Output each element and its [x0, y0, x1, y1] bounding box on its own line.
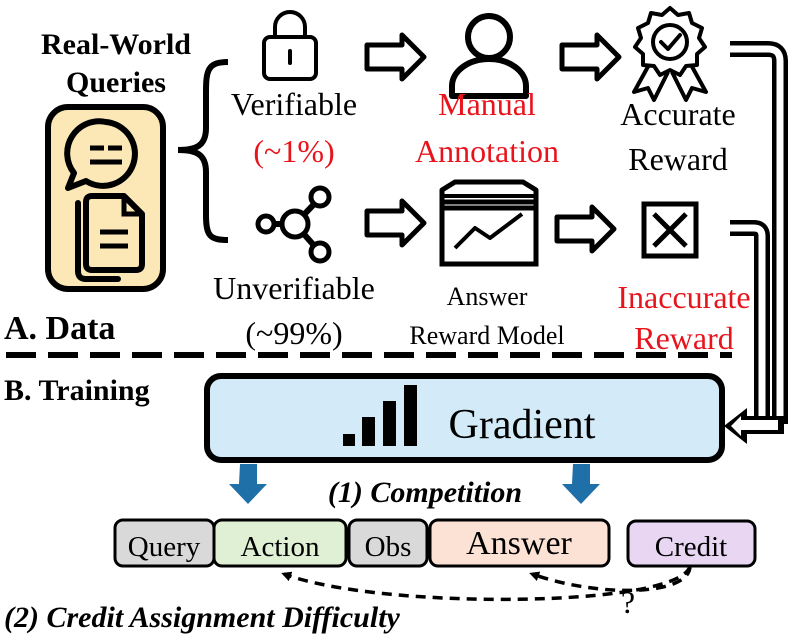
uncertainty-question-mark: ? — [621, 584, 635, 620]
queries-icon — [45, 104, 166, 292]
flow-arrow — [364, 198, 427, 248]
share-nodes-icon — [255, 185, 332, 264]
reward-model-line1: Answer — [447, 282, 528, 311]
answer-token: Answer — [428, 518, 611, 568]
gradient-down-arrow — [229, 464, 267, 504]
cross-box-icon — [641, 201, 699, 259]
gradient-label: Gradient — [449, 402, 596, 448]
action-token: Action — [212, 518, 348, 568]
queries-header-line2: Queries — [66, 66, 166, 99]
credit-to-action-arrow — [281, 565, 692, 602]
action-label: Action — [241, 531, 320, 563]
reward-model-icon — [439, 179, 539, 267]
unverifiable-share: (~99%) — [245, 315, 342, 351]
reward-model-line2: Reward Model — [409, 321, 564, 350]
person-icon — [449, 13, 529, 99]
unverifiable-label: Unverifiable — [213, 270, 375, 306]
query-label: Query — [128, 531, 201, 563]
manual-annotation-line1: Manual — [438, 86, 536, 122]
verifiable-label: Verifiable — [231, 86, 357, 122]
verifiable-share: (~1%) — [253, 133, 334, 169]
credit-label: Credit — [655, 531, 728, 563]
section-b-label: B. Training — [4, 374, 150, 407]
manual-annotation-line2: Annotation — [415, 133, 559, 169]
query-token: Query — [113, 518, 216, 568]
signal-bars-icon — [343, 385, 417, 446]
obs-token: Obs — [347, 518, 429, 568]
inaccurate-reward-line2: Reward — [634, 320, 734, 356]
credit-to-answer-arrow — [529, 565, 692, 593]
branch-brace — [177, 59, 229, 243]
lock-icon — [262, 10, 318, 81]
documents-icon — [75, 193, 145, 282]
credit-assignment-difficulty-label: (2) Credit Assignment Difficulty — [4, 601, 401, 634]
flow-arrow — [554, 204, 617, 254]
answer-label: Answer — [466, 525, 572, 562]
chat-bubble-icon — [64, 118, 138, 191]
accurate-reward-feedback-arrow — [730, 41, 788, 424]
accurate-reward-line1: Accurate — [620, 96, 735, 132]
inaccurate-reward-feedback-arrow — [730, 220, 770, 416]
gradient-down-arrow — [562, 464, 600, 504]
section-a-label: A. Data — [4, 310, 115, 347]
credit-token: Credit — [626, 519, 757, 568]
flow-arrow — [364, 32, 427, 82]
obs-label: Obs — [365, 531, 412, 563]
award-badge-icon — [632, 6, 708, 102]
accurate-reward-line2: Reward — [628, 141, 728, 177]
queries-header-line1: Real-World — [41, 28, 191, 61]
inaccurate-reward-line1: Inaccurate — [617, 279, 750, 315]
flow-arrow — [559, 32, 622, 82]
gradient-box — [204, 373, 725, 463]
feedback-arrow-head — [724, 408, 784, 444]
competition-label: (1) Competition — [328, 476, 522, 509]
